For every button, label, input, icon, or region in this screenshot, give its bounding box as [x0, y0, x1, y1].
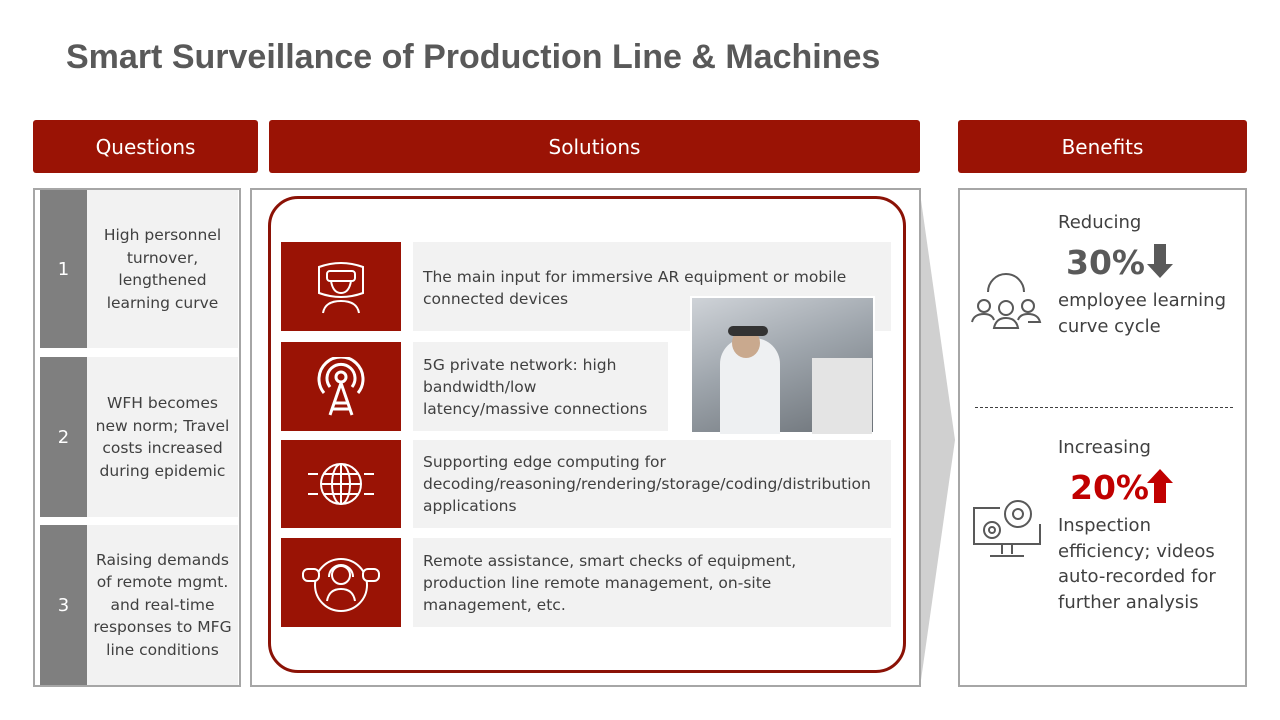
- arrow-up-icon: [1147, 469, 1173, 503]
- worker-ar-photo: [690, 296, 875, 434]
- globe-network-icon: [281, 440, 401, 528]
- ar-headset-icon: [281, 242, 401, 331]
- solutions-panel: [250, 188, 921, 687]
- solutions-header: Solutions: [269, 120, 920, 173]
- solution-text: Remote assistance, smart checks of equip…: [413, 538, 891, 627]
- questions-header: Questions: [33, 120, 258, 173]
- benefit-label: Reducing: [1058, 212, 1142, 233]
- arrow-down-icon: [1147, 244, 1173, 278]
- benefit-value: 30%: [1066, 243, 1145, 282]
- 5g-tower-icon: [281, 342, 401, 431]
- divider: [975, 407, 1233, 408]
- question-text: Raising demands of remote mgmt. and real…: [87, 525, 238, 685]
- remote-assistance-icon: [281, 538, 401, 627]
- question-text: High personnel turnover, lengthened lear…: [87, 190, 238, 348]
- solution-text: Supporting edge computing for decoding/r…: [413, 440, 891, 528]
- question-number: 2: [40, 357, 87, 517]
- benefit-value: 20%: [1070, 468, 1149, 507]
- question-number: 1: [40, 190, 87, 348]
- benefit-description: employee learning curve cycle: [1058, 290, 1227, 337]
- question-number: 3: [40, 525, 87, 685]
- monitor-gears-icon: [973, 500, 1041, 557]
- team-gear-icon: [971, 273, 1042, 329]
- solution-text: The main input for immersive AR equipmen…: [413, 242, 891, 331]
- solution-text: 5G private network: high bandwidth/low l…: [413, 342, 668, 431]
- questions-panel: [33, 188, 241, 687]
- benefits-header: Benefits: [958, 120, 1247, 173]
- benefits-panel: [958, 188, 1247, 687]
- arrow-chevron: [921, 200, 955, 680]
- solutions-frame: [268, 196, 906, 673]
- question-text: WFH becomes new norm; Travel costs incre…: [87, 357, 238, 517]
- page-title: Smart Surveillance of Production Line & …: [66, 38, 881, 76]
- benefit-label: Increasing: [1058, 437, 1151, 458]
- benefit-description: Inspection efficiency; videos auto-recor…: [1058, 515, 1216, 613]
